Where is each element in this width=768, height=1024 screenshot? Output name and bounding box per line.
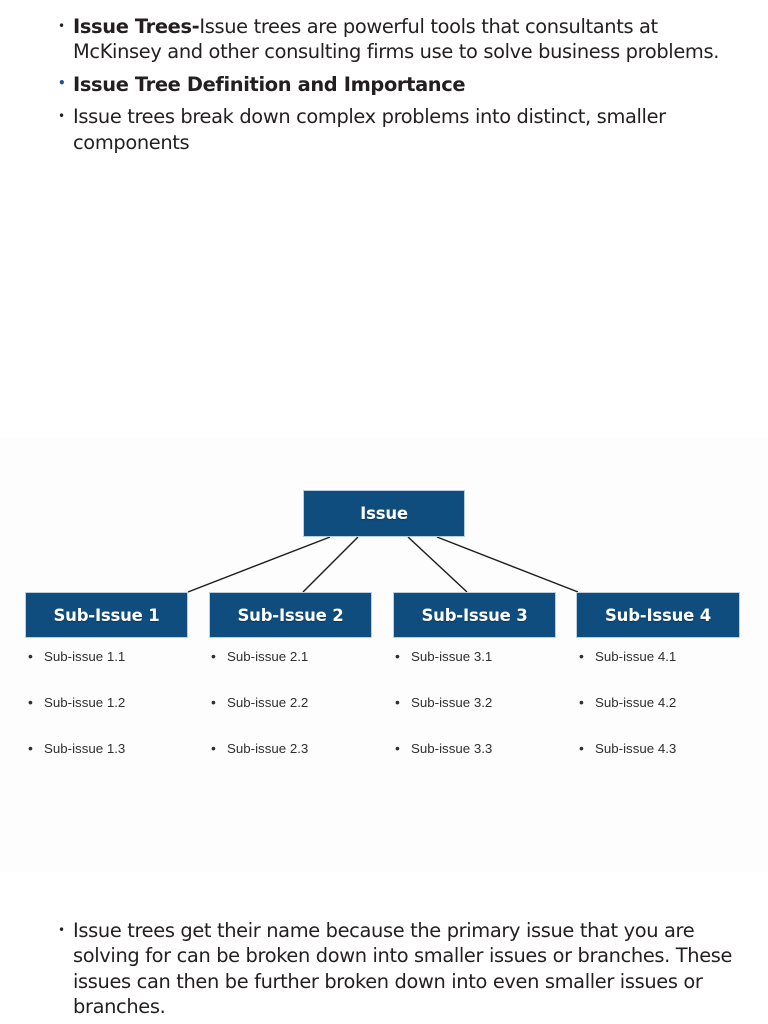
issue-tree-root-node[interactable]: Issue bbox=[303, 490, 465, 537]
list-item: Sub-issue 4.3 bbox=[573, 740, 748, 787]
intro-text-block: Issue Trees-Issue trees are powerful too… bbox=[57, 14, 737, 155]
list-item: Sub-issue 1.2 bbox=[22, 694, 197, 741]
sub-issue-list-1: Sub-issue 1.1 Sub-issue 1.2 Sub-issue 1.… bbox=[22, 648, 197, 787]
intro-section-heading: Issue Tree Definition and Importance bbox=[57, 71, 737, 97]
issue-tree-root-label: Issue bbox=[360, 504, 408, 523]
list-item: Sub-issue 2.2 bbox=[205, 694, 380, 741]
issue-tree-node-sub-issue-1[interactable]: Sub-Issue 1 bbox=[25, 592, 188, 638]
list-item: Sub-issue 1.1 bbox=[22, 648, 197, 695]
list-item: Sub-issue 3.3 bbox=[389, 740, 564, 787]
connector-root-to-sub-2 bbox=[302, 536, 359, 593]
issue-tree-node-label: Sub-Issue 1 bbox=[53, 605, 160, 625]
issue-tree-node-label: Sub-Issue 2 bbox=[237, 605, 344, 625]
outro-bullet-list: Issue trees get their name because the p… bbox=[57, 918, 737, 1020]
list-item: Sub-issue 1.3 bbox=[22, 740, 197, 787]
outro-bullet-1: Issue trees get their name because the p… bbox=[57, 918, 737, 1020]
issue-tree-node-label: Sub-Issue 4 bbox=[604, 605, 712, 625]
connector-root-to-sub-4 bbox=[436, 536, 579, 593]
intro-bullet-3: Issue trees break down complex problems … bbox=[57, 104, 737, 155]
list-item: Sub-issue 4.2 bbox=[573, 694, 748, 741]
sub-issue-list-3: Sub-issue 3.1 Sub-issue 3.2 Sub-issue 3.… bbox=[389, 648, 564, 787]
issue-tree-diagram: Issue Sub-Issue 1 Sub-Issue 2 Sub-Issue … bbox=[0, 437, 768, 872]
sub-issue-list-4: Sub-issue 4.1 Sub-issue 4.2 Sub-issue 4.… bbox=[573, 648, 748, 787]
list-item: Sub-issue 2.3 bbox=[205, 740, 380, 787]
intro-bullet-1-text: Issue trees are powerful tools that cons… bbox=[73, 15, 720, 64]
connector-root-to-sub-1 bbox=[187, 536, 331, 593]
list-item: Sub-issue 3.1 bbox=[389, 648, 564, 695]
list-item: Sub-issue 2.1 bbox=[205, 648, 380, 695]
intro-bullet-1-lead: Issue Trees- bbox=[73, 15, 200, 38]
issue-tree-node-sub-issue-3[interactable]: Sub-Issue 3 bbox=[393, 592, 556, 638]
connector-root-to-sub-3 bbox=[407, 536, 468, 593]
intro-bullet-list: Issue Trees-Issue trees are powerful too… bbox=[57, 14, 737, 155]
issue-tree-node-sub-issue-4[interactable]: Sub-Issue 4 bbox=[576, 592, 740, 638]
outro-text-block: Issue trees get their name because the p… bbox=[57, 918, 737, 1020]
list-item: Sub-issue 4.1 bbox=[573, 648, 748, 695]
issue-tree-node-label: Sub-Issue 3 bbox=[421, 605, 528, 625]
sub-issue-list-2: Sub-issue 2.1 Sub-issue 2.2 Sub-issue 2.… bbox=[205, 648, 380, 787]
intro-bullet-1: Issue Trees-Issue trees are powerful too… bbox=[57, 14, 737, 65]
list-item: Sub-issue 3.2 bbox=[389, 694, 564, 741]
issue-tree-node-sub-issue-2[interactable]: Sub-Issue 2 bbox=[209, 592, 372, 638]
